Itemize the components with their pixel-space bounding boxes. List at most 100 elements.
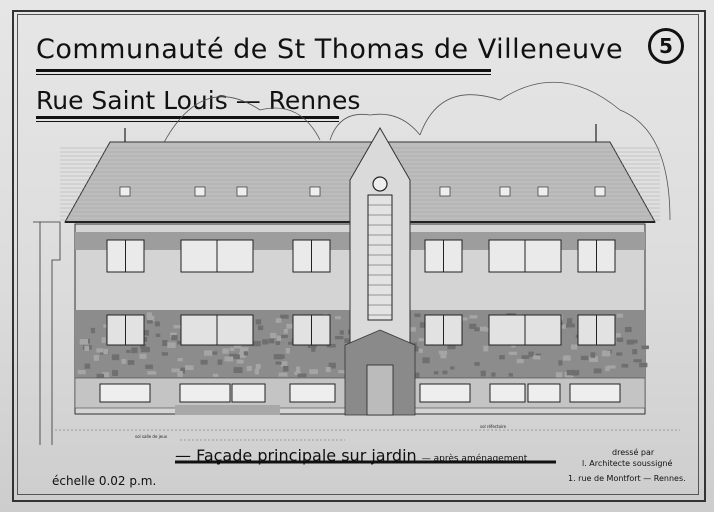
- stone: [474, 362, 479, 366]
- stone: [102, 337, 106, 343]
- stone: [572, 372, 578, 376]
- stone: [253, 341, 261, 346]
- ground-window: [490, 384, 525, 402]
- stone: [256, 319, 262, 324]
- level-label-left: sol salle de jeux: [135, 434, 167, 439]
- stone: [335, 316, 341, 319]
- stone: [213, 374, 219, 377]
- tall-stair-window: [368, 195, 392, 320]
- stone: [171, 335, 177, 340]
- drawing-caption: — Façade principale sur jardin — après a…: [175, 446, 527, 465]
- ground-window: [420, 384, 470, 402]
- stone: [602, 351, 610, 357]
- stone: [224, 357, 233, 362]
- stone: [222, 348, 228, 353]
- stone: [641, 346, 649, 350]
- stone: [622, 364, 629, 368]
- stone: [567, 324, 575, 328]
- stone: [419, 338, 424, 341]
- caption-sub: — après aménagement: [422, 454, 528, 464]
- stone: [286, 324, 292, 329]
- stone: [571, 344, 577, 349]
- stone: [112, 354, 119, 360]
- stone: [237, 360, 244, 364]
- stone: [414, 313, 420, 317]
- stone: [338, 370, 345, 373]
- stone: [258, 326, 263, 331]
- stone: [617, 314, 623, 318]
- stone: [627, 340, 635, 345]
- dormer-window: [538, 187, 548, 196]
- stone: [131, 347, 137, 353]
- stone: [474, 327, 480, 331]
- stone: [269, 338, 275, 343]
- stone: [91, 328, 95, 333]
- stone: [558, 360, 562, 365]
- stone: [633, 359, 641, 362]
- signature-line-1: dressé par: [612, 448, 654, 457]
- stone: [204, 350, 212, 355]
- stone: [563, 355, 570, 360]
- stone: [96, 348, 103, 352]
- stone: [155, 321, 160, 326]
- stone: [230, 347, 235, 351]
- stone: [156, 334, 161, 337]
- stone: [434, 371, 439, 374]
- stone: [311, 348, 315, 352]
- stone: [442, 371, 447, 375]
- stone: [326, 367, 331, 372]
- stone: [447, 346, 455, 350]
- stone: [276, 318, 282, 323]
- stone: [419, 349, 423, 353]
- stone: [340, 330, 344, 334]
- stone: [517, 359, 524, 363]
- stone: [103, 349, 108, 354]
- stone: [244, 351, 248, 355]
- stone: [639, 363, 647, 367]
- ground-window: [570, 384, 620, 402]
- stone: [80, 339, 88, 345]
- stone: [422, 357, 429, 363]
- stone: [276, 341, 281, 345]
- stone: [277, 335, 281, 341]
- stone: [491, 372, 495, 376]
- stone: [625, 327, 632, 332]
- oculus-window: [373, 177, 387, 191]
- stone: [78, 370, 86, 374]
- stone: [112, 370, 118, 376]
- dormer-window: [237, 187, 247, 196]
- terrace-steps: [175, 405, 280, 415]
- stone: [284, 329, 288, 334]
- stone: [581, 356, 589, 360]
- stone: [218, 359, 223, 364]
- stone: [256, 364, 261, 369]
- level-label-right: sol réfectoire: [480, 424, 506, 429]
- dormer-window: [310, 187, 320, 196]
- stone: [309, 369, 318, 374]
- stone: [94, 355, 99, 361]
- ground-window: [528, 384, 560, 402]
- dormer-window: [595, 187, 605, 196]
- stone: [344, 338, 349, 343]
- stone: [509, 373, 513, 377]
- stone: [509, 352, 517, 355]
- stone: [145, 365, 153, 369]
- stone: [201, 360, 208, 365]
- stone: [275, 362, 281, 365]
- dormer-window: [440, 187, 450, 196]
- stone: [286, 348, 290, 354]
- entrance-door: [367, 365, 393, 415]
- stone: [139, 354, 146, 359]
- stone: [121, 359, 126, 364]
- stone: [147, 371, 156, 374]
- ground-window: [232, 384, 265, 402]
- stone: [594, 368, 602, 373]
- stone: [126, 350, 131, 353]
- stone: [247, 366, 252, 371]
- stone: [469, 315, 477, 318]
- stone: [162, 352, 168, 355]
- stone: [632, 349, 637, 354]
- stone: [234, 367, 243, 373]
